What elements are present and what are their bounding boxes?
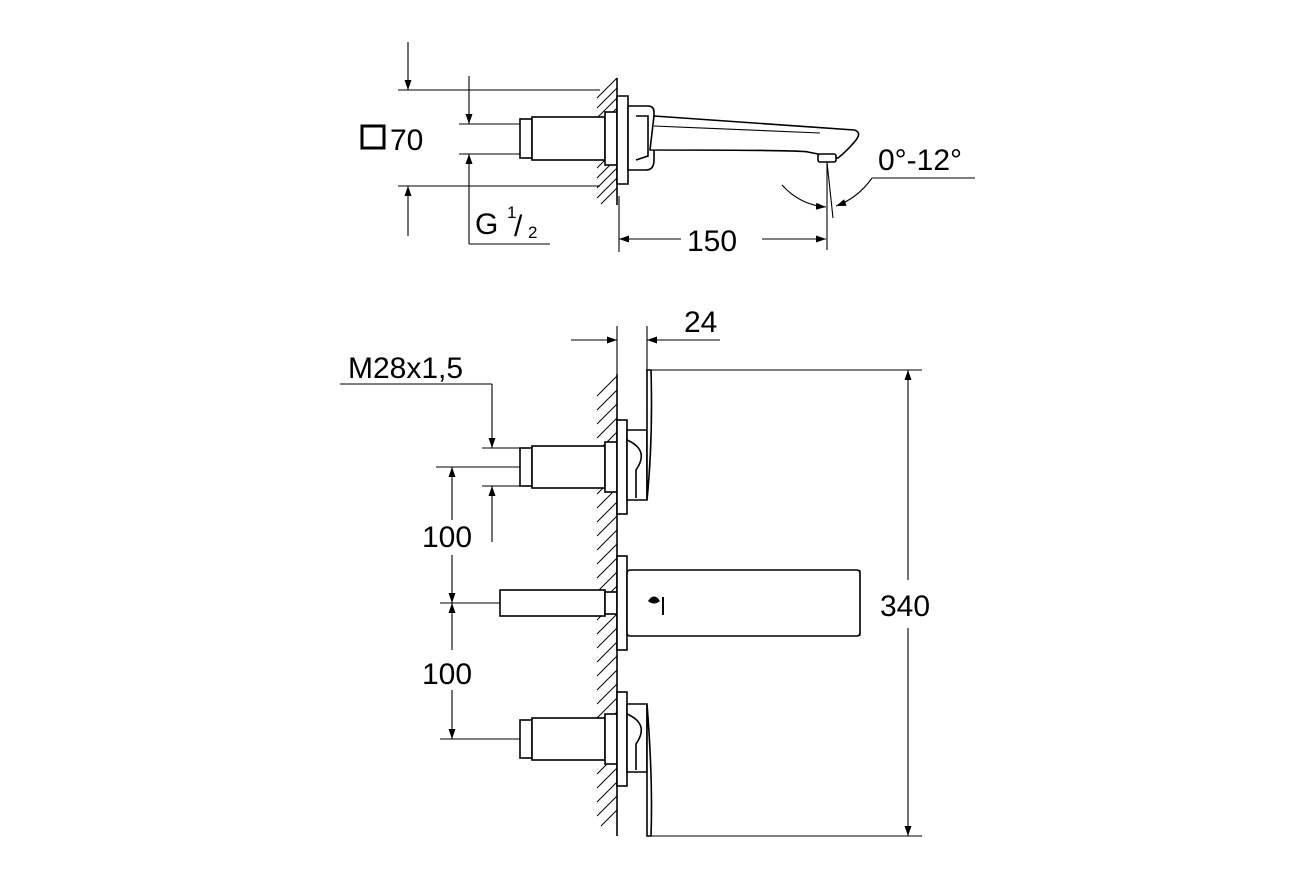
brand-logo-icon <box>648 596 664 615</box>
lower-handle <box>519 691 653 837</box>
thread-m28-label: M28x1,5 <box>348 352 463 385</box>
thread-g-dimension <box>459 76 550 245</box>
length-150-dimension <box>618 196 826 252</box>
length-150-label: 150 <box>687 225 737 258</box>
thread-g-denominator: 2 <box>528 223 537 242</box>
square-symbol-icon <box>360 124 386 150</box>
thread-g-label: G <box>475 208 498 241</box>
upper-handle <box>519 369 653 515</box>
front-view: 24 M28x1,5 <box>340 306 930 837</box>
square-70-label: 70 <box>390 124 423 157</box>
height-340-label: 340 <box>880 590 930 623</box>
top-view: 70 G 1 / 2 <box>360 42 975 258</box>
depth-24-label: 24 <box>684 306 717 339</box>
spout-top-view <box>519 95 860 185</box>
thread-g-numerator: 1 <box>507 203 516 222</box>
square-70-dimension <box>398 42 600 236</box>
depth-24-dimension <box>571 326 720 374</box>
spacing-upper-label: 100 <box>422 521 472 554</box>
angle-label: 0°-12° <box>878 144 962 177</box>
height-340-dimension <box>651 369 922 837</box>
spacing-lower-label: 100 <box>422 658 472 691</box>
thread-g-slash: / <box>514 210 523 243</box>
thread-m28-dimension <box>340 383 520 542</box>
spacing-dimension <box>436 466 520 740</box>
spout-front <box>499 555 861 651</box>
angle-dimension <box>781 161 975 250</box>
